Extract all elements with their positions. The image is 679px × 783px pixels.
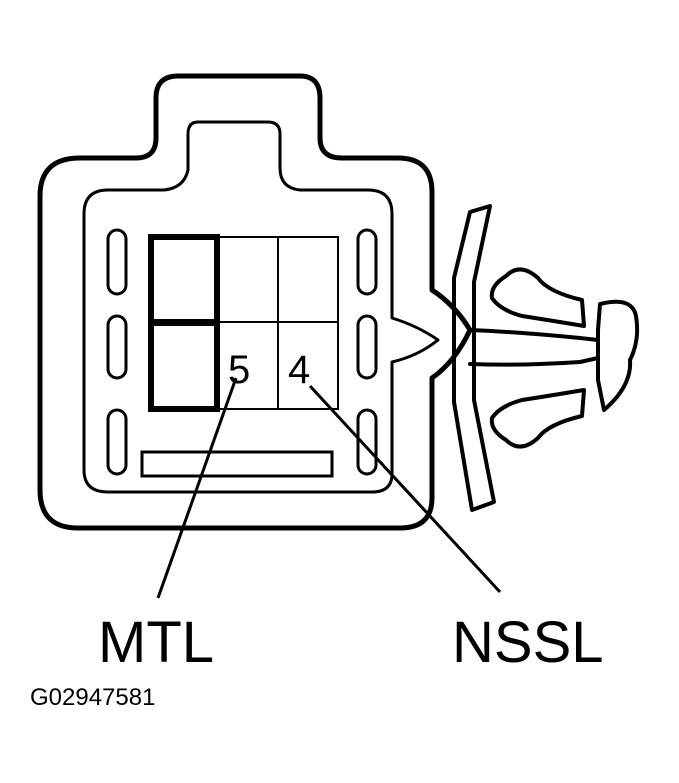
pin-5-label: 5	[228, 348, 250, 392]
left-slot-bottom	[106, 408, 128, 476]
terminal-bold-bottom	[148, 319, 220, 412]
label-mtl: MTL	[98, 610, 214, 675]
connector-outer-housing	[37, 73, 473, 531]
pin-4-label: 4	[288, 348, 310, 392]
figure-id: G02947581	[30, 684, 155, 711]
leader-line-nssl	[308, 384, 502, 594]
connector-inner-housing	[82, 120, 440, 494]
left-slot-top	[106, 228, 128, 296]
terminal-bold-top	[148, 234, 220, 326]
leader-line-mtl	[156, 377, 238, 599]
right-slot-middle	[356, 314, 378, 380]
right-slot-top	[356, 228, 378, 296]
right-slot-bottom	[356, 408, 378, 476]
bottom-slot	[140, 450, 334, 478]
label-nssl: NSSL	[452, 610, 604, 675]
left-slot-middle	[106, 314, 128, 380]
connector-latch	[452, 204, 640, 512]
